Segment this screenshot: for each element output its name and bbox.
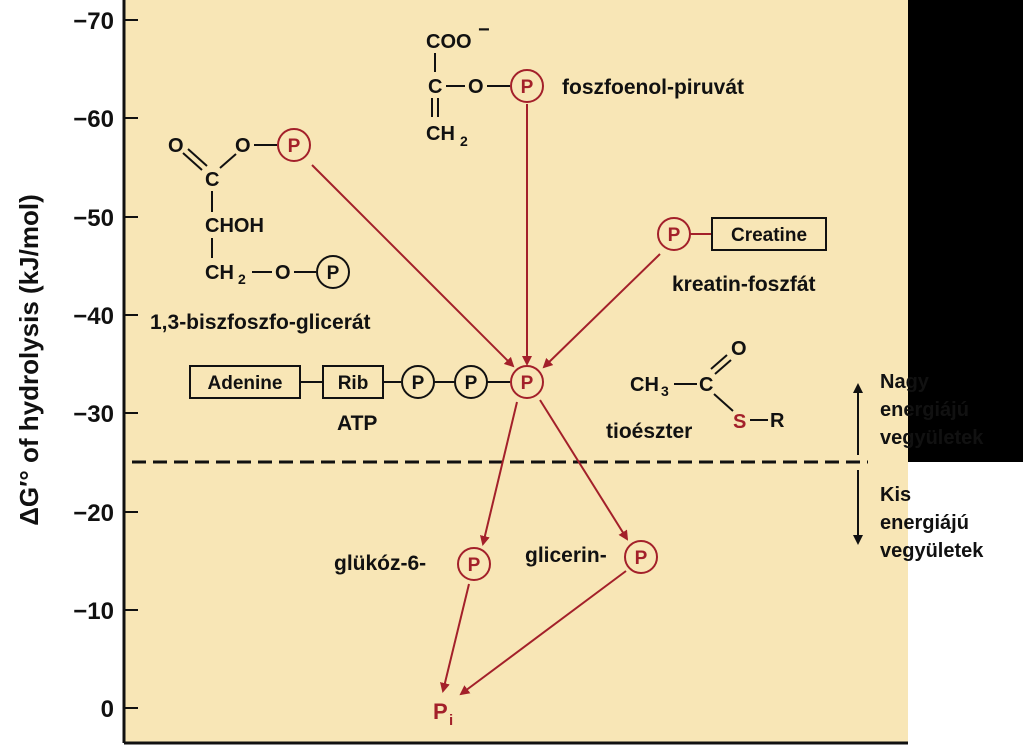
thioester-o: O <box>731 338 747 360</box>
legend-low-line: vegyületek <box>880 540 984 562</box>
black-margin <box>908 0 1023 462</box>
bpg-double-bond <box>182 152 203 171</box>
legend-low: Kis energiájú vegyületek <box>880 484 984 562</box>
tick-label: 0 <box>101 696 114 723</box>
legend-low-line: energiájú <box>880 512 969 534</box>
thioester-r: R <box>770 410 785 432</box>
bpg-phosphate-2 <box>316 255 350 289</box>
bpg-name: 1,3-biszfoszfo-glicerát <box>150 311 371 334</box>
pep-sub: 2 <box>460 133 468 149</box>
thioester-sub: 3 <box>661 383 669 399</box>
bpg-bond <box>219 153 237 169</box>
arrow-glycerol-to-pi <box>459 570 627 696</box>
bpg-structure: O C O P CHOH CH 2 O P 1,3-biszfoszfo-gli… <box>150 128 371 334</box>
creatine-box <box>711 217 827 251</box>
tick-label: −20 <box>73 500 114 527</box>
bpg-ch: CH <box>205 262 234 284</box>
atp-phosphate-1-label: P <box>412 373 425 394</box>
creatine-structure: P Creatine kreatin-foszfát <box>657 217 827 296</box>
bpg-c: C <box>205 169 219 191</box>
y-ticks: −70 −60 −50 −40 −30 −20 −10 0 <box>73 8 138 723</box>
arrow-bpg-to-atp <box>311 164 515 368</box>
glycerol-phosphate-label: P <box>635 548 648 569</box>
bpg-choh: CHOH <box>205 215 264 237</box>
transfer-arrows <box>311 104 661 696</box>
tick-label: −70 <box>73 8 114 35</box>
thioester-structure: CH 3 C O S R tioészter <box>606 338 785 443</box>
inorganic-phosphate: P i <box>433 699 453 729</box>
atp-name: ATP <box>337 412 377 435</box>
g6p-structure: glükóz-6- P <box>334 547 491 581</box>
thioester-c: C <box>699 374 713 396</box>
atp-phosphate-3-label: P <box>521 373 534 394</box>
bpg-sub: 2 <box>238 271 246 287</box>
atp-phosphate-2-label: P <box>465 373 478 394</box>
legend-high-line: energiájú <box>880 399 969 421</box>
pep-c: C <box>428 76 442 98</box>
g6p-phosphate <box>457 547 491 581</box>
pi-label: P <box>433 699 448 724</box>
pep-phosphate <box>510 69 544 103</box>
pep-ch: CH <box>426 123 455 145</box>
pep-name: foszfoenol-piruvát <box>562 76 744 99</box>
atp-structure: Adenine Rib P P P ATP <box>189 365 544 435</box>
thioester-double-bond <box>714 359 732 375</box>
legend-high: Nagy energiájú vegyületek <box>880 371 984 449</box>
glycerol-name: glicerin- <box>525 544 607 567</box>
g6p-phosphate-label: P <box>468 555 481 576</box>
creatine-box-label: Creatine <box>731 225 807 246</box>
thioester-name: tioészter <box>606 420 692 443</box>
tick-label: −30 <box>73 401 114 428</box>
creatine-phosphate-label: P <box>668 225 681 246</box>
creatine-name: kreatin-foszfát <box>672 273 816 296</box>
pep-charge: − <box>478 19 490 41</box>
bpg-phosphate-2-label: P <box>327 263 340 284</box>
pep-o: O <box>468 76 484 98</box>
tick-label: −10 <box>73 598 114 625</box>
glycerol-structure: glicerin- P <box>525 540 658 574</box>
ribose-label: Rib <box>338 373 369 394</box>
arrow-creatine-to-atp <box>542 253 661 369</box>
y-axis-title: ΔG′° of hydrolysis (kJ/mol) <box>14 194 44 526</box>
pi-subscript: i <box>449 712 453 729</box>
legend-high-line: vegyületek <box>880 427 984 449</box>
tick-label: −60 <box>73 106 114 133</box>
glycerol-phosphate <box>624 540 658 574</box>
legend-low-line: Kis <box>880 484 911 506</box>
thioester-s: S <box>733 411 746 433</box>
adenine-label: Adenine <box>208 373 283 394</box>
thioester-ch: CH <box>630 374 659 396</box>
pep-structure: COO − C O CH 2 P foszfoenol-piruvát <box>426 19 744 149</box>
tick-label: −40 <box>73 303 114 330</box>
bpg-o-low: O <box>275 262 291 284</box>
pep-coo: COO <box>426 31 472 53</box>
g6p-name: glükóz-6- <box>334 552 426 575</box>
thioester-double-bond <box>710 354 728 370</box>
bpg-o-ester: O <box>235 135 251 157</box>
arrow-atp-to-glycerol <box>539 399 629 541</box>
bpg-double-bond <box>187 148 208 167</box>
bpg-phosphate-1 <box>277 128 311 162</box>
arrow-atp-to-g6p <box>480 401 518 546</box>
legend-high-line: Nagy <box>880 371 930 393</box>
thioester-bond <box>713 393 734 412</box>
bpg-o-top: O <box>168 135 184 157</box>
tick-label: −50 <box>73 205 114 232</box>
arrow-g6p-to-pi <box>440 583 470 693</box>
pep-phosphate-label: P <box>521 77 534 98</box>
atp-phosphate-3 <box>510 365 544 399</box>
bpg-phosphate-1-label: P <box>288 136 301 157</box>
